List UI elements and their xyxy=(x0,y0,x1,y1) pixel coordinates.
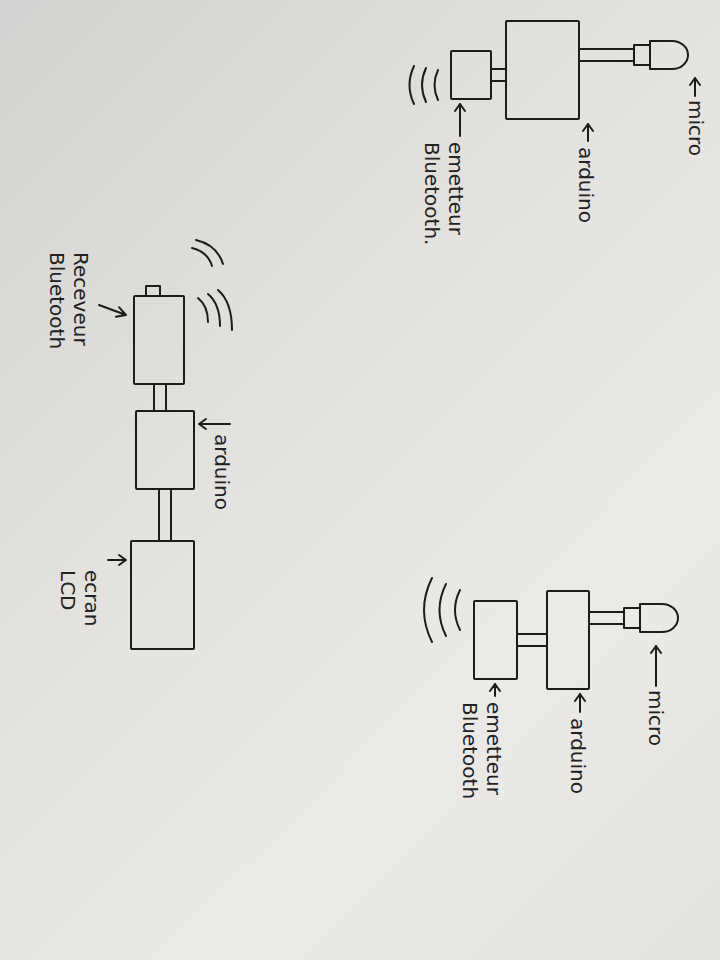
wire-connector xyxy=(580,49,620,61)
leader-arrow xyxy=(575,694,585,712)
radio-wave xyxy=(192,248,212,266)
microphone-outline xyxy=(610,598,680,638)
part-name: micro xyxy=(684,100,708,190)
microphone-legs xyxy=(620,49,634,61)
leader-arrow xyxy=(651,646,661,686)
module-box: Receveur Bluetooth xyxy=(133,295,185,385)
part-label: emetteur Bluetooth xyxy=(458,702,506,820)
part-label: ecran LCD xyxy=(56,570,104,636)
leader-arrows xyxy=(99,78,700,712)
microphone-head xyxy=(650,41,688,69)
radio-wave xyxy=(218,290,232,330)
part-label: emetteur Bluetooth. xyxy=(420,142,468,260)
wire-connector xyxy=(492,69,505,81)
leader-arrow xyxy=(583,124,593,141)
microphone-base xyxy=(634,45,650,65)
microphone: micro xyxy=(620,35,690,75)
module-box: emetteur Bluetooth xyxy=(473,600,518,680)
part-name: arduino xyxy=(566,718,590,828)
wire-connector xyxy=(159,490,171,540)
radio-wave xyxy=(410,66,415,104)
radio-wave xyxy=(422,68,426,102)
part-name: emetteur Bluetooth. xyxy=(420,142,468,260)
module-box: arduino xyxy=(135,410,195,490)
part-name: arduino xyxy=(210,434,234,544)
leader-arrow xyxy=(99,305,126,317)
microphone-legs xyxy=(610,612,624,624)
module-box: emetteur Bluetooth. xyxy=(450,50,492,100)
leader-arrow xyxy=(108,555,126,565)
wire-connector xyxy=(590,612,610,624)
leader-arrow xyxy=(455,104,465,136)
radio-waves xyxy=(192,66,460,642)
part-name: ecran LCD xyxy=(56,570,104,636)
module-box: arduino xyxy=(505,20,580,120)
leader-arrow xyxy=(490,684,500,696)
radio-wave xyxy=(435,70,439,100)
wire-connector xyxy=(518,634,546,646)
part-label: micro xyxy=(684,100,708,190)
radio-wave xyxy=(440,584,447,636)
microphone-base xyxy=(624,608,640,628)
leader-arrow xyxy=(199,419,230,429)
microphone: micro xyxy=(610,598,680,638)
part-name: arduino xyxy=(574,147,598,257)
radio-wave xyxy=(424,578,432,642)
part-name: micro xyxy=(644,690,668,780)
part-label: Receveur Bluetooth xyxy=(45,252,93,372)
module-box: ecran LCD xyxy=(130,540,195,650)
part-label: arduino xyxy=(574,147,598,257)
radio-wave xyxy=(208,294,220,326)
part-name: Receveur Bluetooth xyxy=(45,252,93,372)
part-label: arduino xyxy=(210,434,234,544)
module-box: arduino xyxy=(546,590,590,690)
radio-wave xyxy=(198,298,208,322)
part-label: micro xyxy=(644,690,668,780)
part-name: emetteur Bluetooth xyxy=(458,702,506,820)
microphone-outline xyxy=(620,35,690,75)
radio-wave xyxy=(455,590,460,630)
microphone-head xyxy=(640,604,678,632)
part-label: arduino xyxy=(566,718,590,828)
antenna-tab xyxy=(146,286,160,295)
leader-arrow xyxy=(690,78,700,96)
radio-wave xyxy=(196,240,223,264)
wire-connector xyxy=(154,385,166,410)
